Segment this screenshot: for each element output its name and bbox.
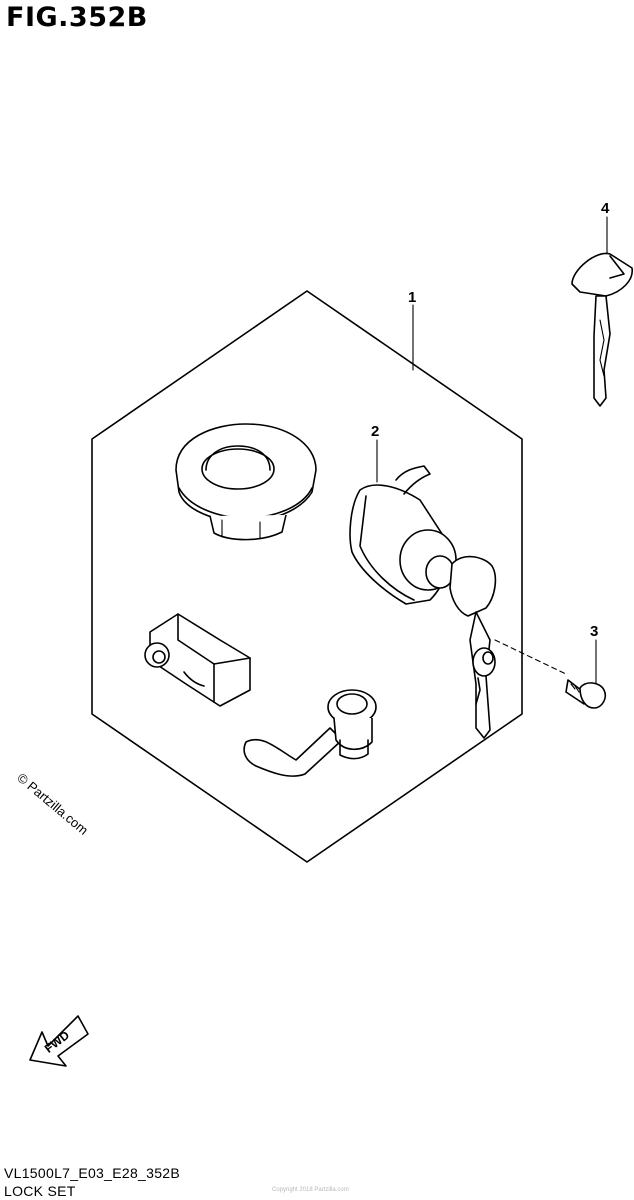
callout-1: 1 — [408, 289, 416, 306]
callout-4: 4 — [601, 200, 610, 217]
seat-lock-part — [144, 613, 251, 707]
figure-name: LOCK SET — [4, 1183, 76, 1199]
copyright-footer: Copyright 2018 Partzilla.com — [272, 1187, 349, 1193]
key-part — [571, 252, 633, 407]
fwd-arrow-icon: FWD — [29, 1015, 89, 1067]
figure-code: VL1500L7_E03_E28_352B — [4, 1165, 181, 1181]
figure-title: FIG.352B — [6, 2, 148, 33]
latch-lock-part — [243, 689, 377, 777]
fuel-cap-part — [175, 423, 317, 541]
callout-3: 3 — [590, 623, 598, 640]
callout-2: 2 — [371, 423, 379, 440]
key-lock-assembly-part — [349, 465, 497, 739]
kit-outline — [91, 290, 523, 863]
dashed-leader — [494, 639, 569, 676]
bolt-part — [565, 679, 607, 709]
